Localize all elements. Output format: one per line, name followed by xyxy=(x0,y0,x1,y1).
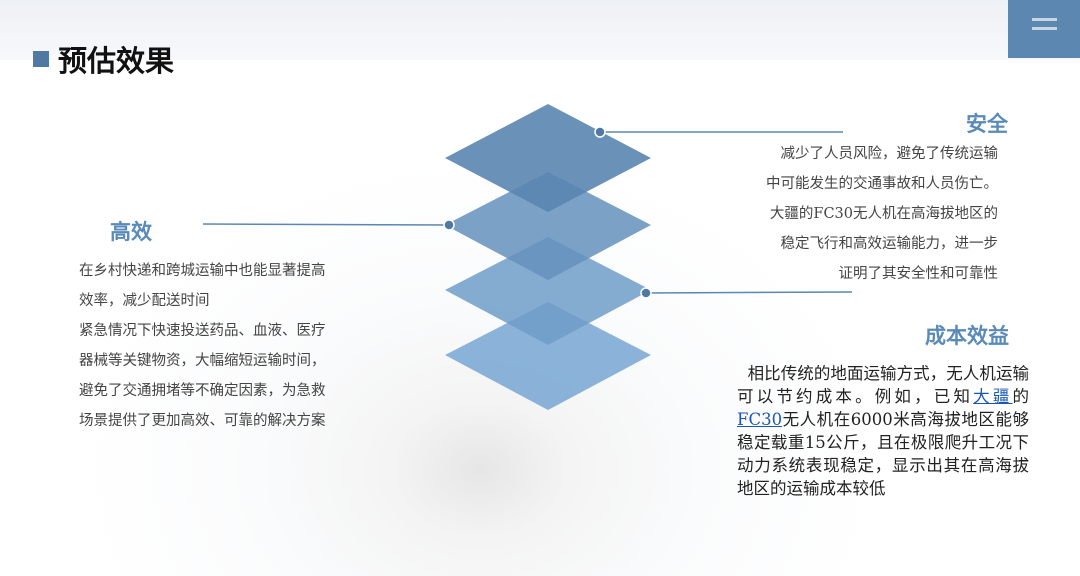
text-line: 效率，减少配送时间 xyxy=(79,293,210,309)
dji-link[interactable]: 大疆 xyxy=(973,387,1013,406)
efficiency-heading: 高效 xyxy=(110,220,152,244)
menu-button[interactable] xyxy=(1008,0,1080,58)
cost-connector xyxy=(645,291,853,294)
text-line: 避免了交通拥堵等不确定因素，为急救 xyxy=(79,383,326,399)
title-marker xyxy=(33,51,49,67)
efficiency-connector xyxy=(202,223,450,226)
text-line: 中可能发生的交通事故和人员伤亡。 xyxy=(766,176,998,192)
text-line: 紧急情况下快速投送药品、血液、医疗 xyxy=(79,323,326,339)
text-line: 大疆的FC30无人机在高海拔地区的 xyxy=(769,206,998,222)
layer-4 xyxy=(445,302,651,410)
efficiency-dot xyxy=(443,219,455,231)
cost-dot xyxy=(640,287,652,299)
text: 无人机在6000米高海拔地区能够稳定载重15公斤，且在极限爬升工况下动力系统表现… xyxy=(737,410,1029,498)
page-title: 预估效果 xyxy=(58,44,175,78)
text: 的 xyxy=(1012,387,1030,406)
text-line: 场景提供了更加高效、可靠的解决方案 xyxy=(79,413,326,429)
text-line: 器械等关键物资，大幅缩短运输时间， xyxy=(79,353,326,369)
text-line: 在乡村快递和跨城运输中也能显著提高 xyxy=(79,263,326,279)
safety-body: 减少了人员风险，避免了传统运输 中可能发生的交通事故和人员伤亡。 大疆的FC30… xyxy=(730,139,998,289)
text-line: 减少了人员风险，避免了传统运输 xyxy=(780,146,999,162)
layer-2 xyxy=(445,172,651,280)
text-line: 证明了其安全性和可靠性 xyxy=(838,266,999,282)
top-band xyxy=(0,0,1080,60)
efficiency-body: 在乡村快递和跨城运输中也能显著提高 效率，减少配送时间 紧急情况下快速投送药品、… xyxy=(79,256,379,436)
text: 相比传统的地面运输方式，无人机运输可以节约成本。例如，已知 xyxy=(737,364,1029,406)
cost-heading: 成本效益 xyxy=(925,324,1009,348)
fc30-link[interactable]: FC30 xyxy=(737,410,783,429)
layer-1 xyxy=(445,104,651,212)
layer-3 xyxy=(445,237,651,345)
safety-dot xyxy=(594,126,606,138)
safety-heading: 安全 xyxy=(966,112,1008,136)
cost-body: 相比传统的地面运输方式，无人机运输可以节约成本。例如，已知大疆的 FC30无人机在… xyxy=(737,362,1029,500)
text-line: 稳定飞行和高效运输能力，进一步 xyxy=(780,236,999,252)
